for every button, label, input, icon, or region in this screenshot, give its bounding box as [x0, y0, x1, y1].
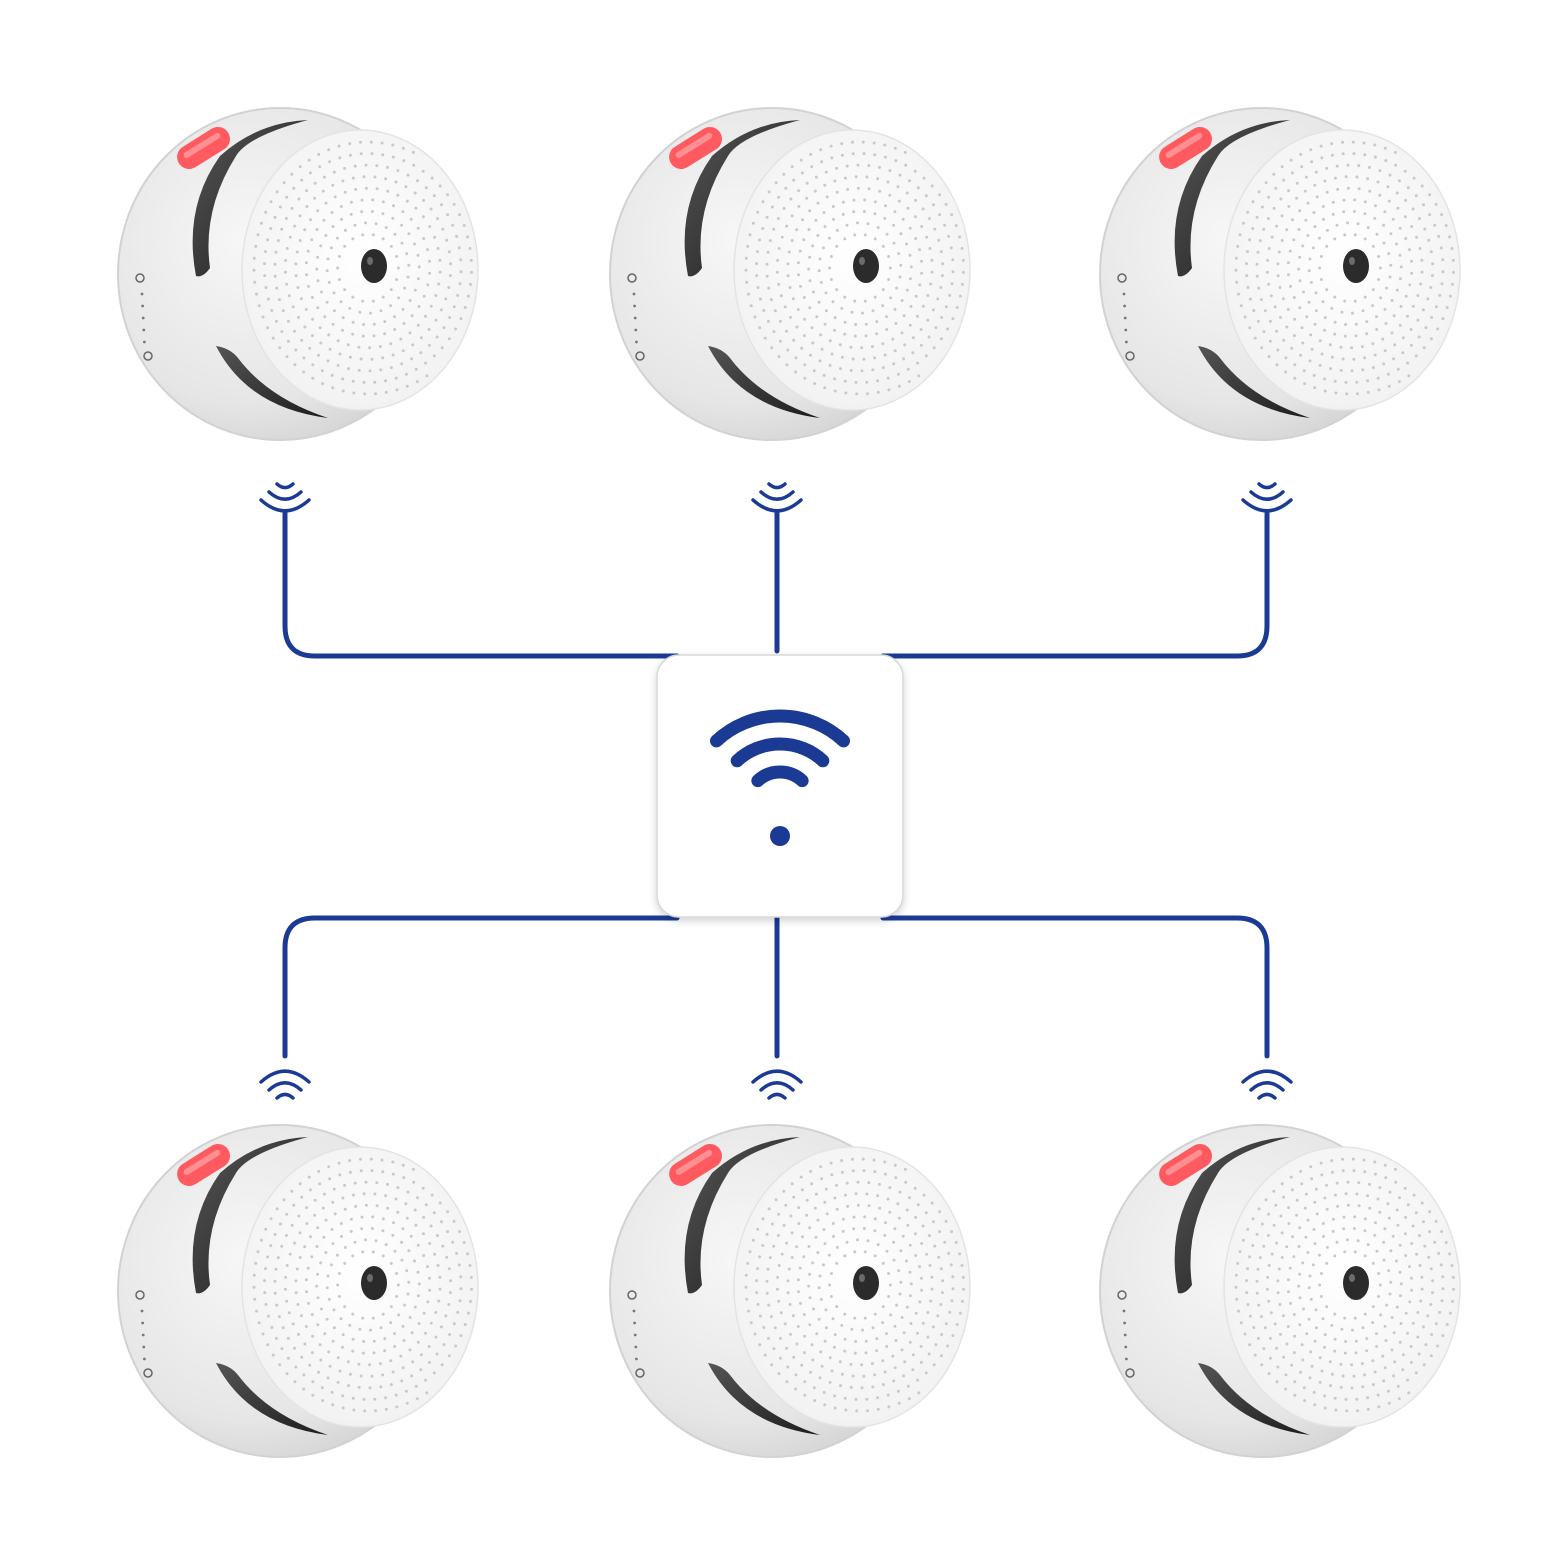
status-dots-icon	[627, 273, 645, 361]
smoke-detector-icon	[609, 1124, 971, 1458]
status-dots-icon	[1117, 273, 1135, 361]
status-dots-icon	[135, 1290, 153, 1378]
status-dots-icon	[1117, 1290, 1135, 1378]
line-bottom-left	[282, 915, 680, 1059]
test-button-icon	[177, 1143, 230, 1186]
detector-top-right	[1099, 107, 1461, 441]
perforation-pattern	[252, 1157, 473, 1413]
test-button-icon	[669, 126, 722, 169]
line-top-right	[880, 509, 1270, 659]
detector-top-left	[117, 107, 479, 441]
detector-bottom-right	[1099, 1124, 1461, 1458]
smoke-detector-icon	[117, 1124, 479, 1458]
signal-waves-icon	[751, 1069, 803, 1100]
line-bottom-right	[880, 915, 1270, 1059]
test-button-icon	[1159, 1143, 1212, 1186]
detector-top-center	[609, 107, 971, 441]
hub-box	[656, 654, 904, 918]
signal-waves-icon	[259, 482, 311, 513]
smoke-detector-icon	[1099, 1124, 1461, 1458]
line-top-left	[282, 509, 680, 659]
perforation-pattern	[744, 140, 965, 396]
connection-lines	[282, 509, 1270, 1059]
perforation-pattern	[1234, 1157, 1455, 1413]
wifi-icon	[709, 709, 851, 846]
test-button-icon	[669, 1143, 722, 1186]
perforation-pattern	[744, 1157, 965, 1413]
detector-grid	[117, 107, 1461, 1458]
smoke-detector-icon	[609, 107, 971, 441]
wifi-hub	[656, 654, 904, 918]
signal-waves-icon	[1241, 482, 1293, 513]
test-button-icon	[177, 126, 230, 169]
signal-waves-icon	[1241, 1069, 1293, 1100]
smoke-detector-icon	[117, 107, 479, 441]
signal-waves-icon	[751, 482, 803, 513]
status-dots-icon	[627, 1290, 645, 1378]
status-dots-icon	[135, 273, 153, 361]
signal-waves-icon	[259, 1069, 311, 1100]
detector-bottom-left	[117, 1124, 479, 1458]
perforation-pattern	[1234, 140, 1455, 396]
perforation-pattern	[252, 140, 473, 396]
smoke-detector-icon	[1099, 107, 1461, 441]
test-button-icon	[1159, 126, 1212, 169]
detector-bottom-center	[609, 1124, 971, 1458]
